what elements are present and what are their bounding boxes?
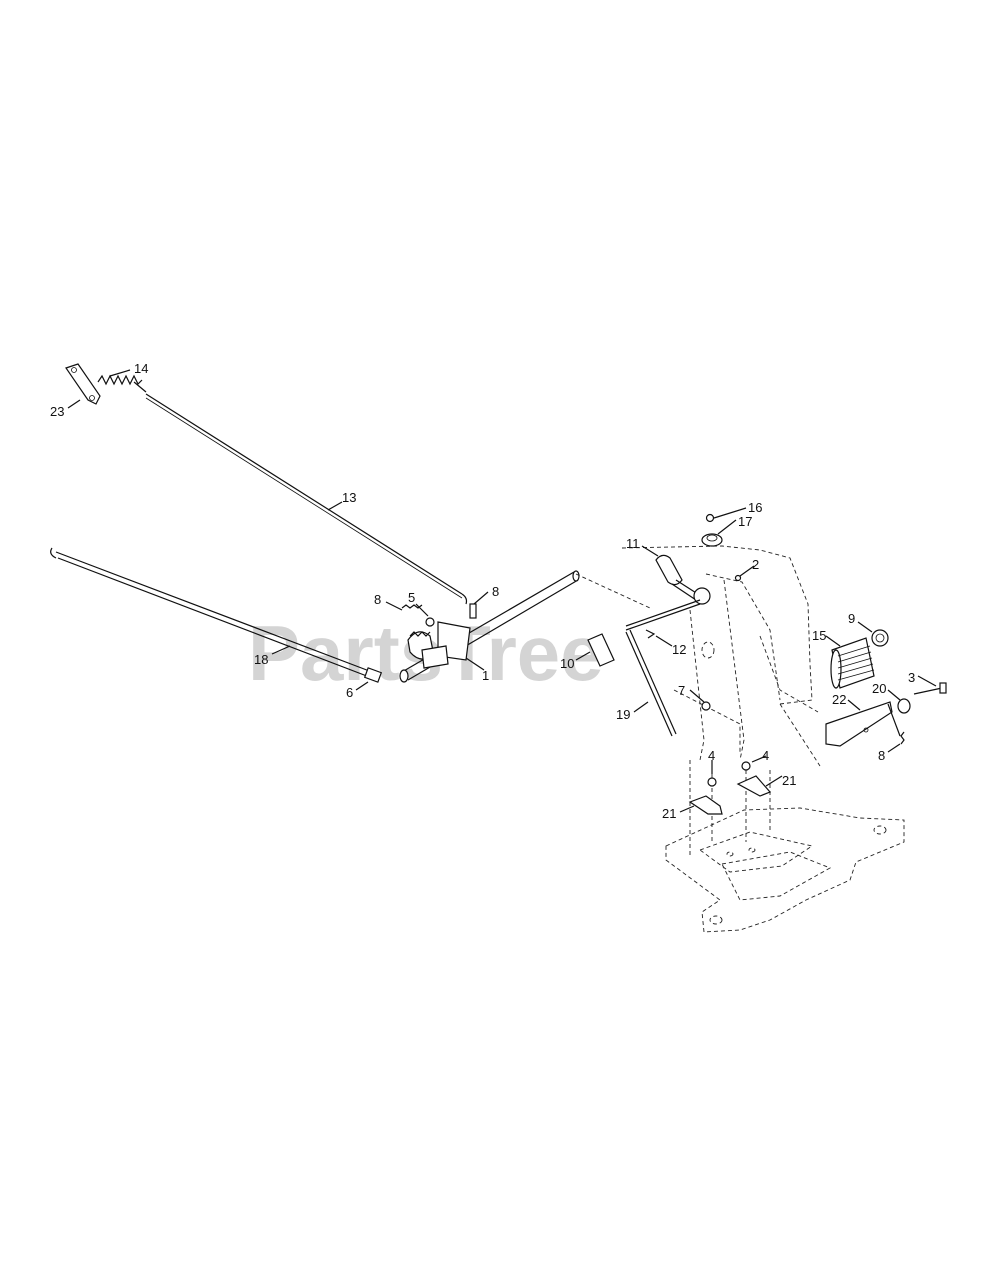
callout-9: 9 — [848, 611, 855, 626]
callout-6: 6 — [346, 685, 353, 700]
callout-5: 5 — [408, 590, 415, 605]
part-17-knob — [701, 533, 723, 547]
part-1-shaft-assembly — [399, 570, 580, 683]
part-15-roller — [830, 637, 875, 689]
callout-8-left: 8 — [374, 592, 381, 607]
part-4-nut-left — [707, 777, 717, 787]
callout-8-top: 8 — [492, 584, 499, 599]
frame-tower — [575, 545, 821, 856]
part-8-pin — [900, 731, 905, 745]
part-18-rod — [50, 547, 383, 683]
leader-lines — [67, 369, 937, 813]
callout-13: 13 — [342, 490, 356, 505]
callout-4-right: 4 — [762, 748, 769, 763]
callout-19: 19 — [616, 707, 630, 722]
callout-3: 3 — [908, 670, 915, 685]
part-14-spring — [97, 374, 147, 393]
part-16-nut — [705, 513, 715, 523]
part-3-bolt — [913, 682, 947, 695]
callout-16: 16 — [748, 500, 762, 515]
callout-14: 14 — [134, 361, 148, 376]
callout-17: 17 — [738, 514, 752, 529]
callout-11: 11 — [626, 536, 640, 551]
part-22-bracket — [825, 701, 901, 747]
callout-12: 12 — [672, 642, 686, 657]
callout-labels: 14 23 13 8 5 8 18 6 1 16 17 11 2 9 15 10… — [50, 361, 915, 821]
callout-23: 23 — [50, 404, 64, 419]
callout-20: 20 — [872, 681, 886, 696]
callout-21-left: 21 — [662, 806, 676, 821]
part-23-bracket — [65, 363, 101, 405]
callout-18: 18 — [254, 652, 268, 667]
callout-8-right: 8 — [878, 748, 885, 763]
callout-10: 10 — [560, 656, 574, 671]
callout-7: 7 — [678, 683, 685, 698]
callout-15: 15 — [812, 628, 826, 643]
callout-1: 1 — [482, 668, 489, 683]
callout-21-right: 21 — [782, 773, 796, 788]
part-21-clip-right — [736, 775, 772, 797]
callout-22: 22 — [832, 692, 846, 707]
frame-base-plate — [665, 807, 905, 933]
part-7-nut — [701, 701, 711, 711]
part-9-cap — [871, 629, 889, 647]
part-20-washer — [897, 698, 911, 714]
part-10-block — [587, 633, 615, 667]
part-12-clip — [645, 629, 656, 639]
part-2-pivot — [625, 574, 742, 631]
part-8-bolt-top — [469, 603, 477, 619]
part-21-clip-left — [688, 795, 723, 815]
callout-2: 2 — [752, 557, 759, 572]
part-4-nut-right — [741, 761, 751, 771]
part-19-rod — [625, 629, 677, 737]
callout-4-left: 4 — [708, 748, 715, 763]
part-13-cable — [145, 393, 468, 605]
